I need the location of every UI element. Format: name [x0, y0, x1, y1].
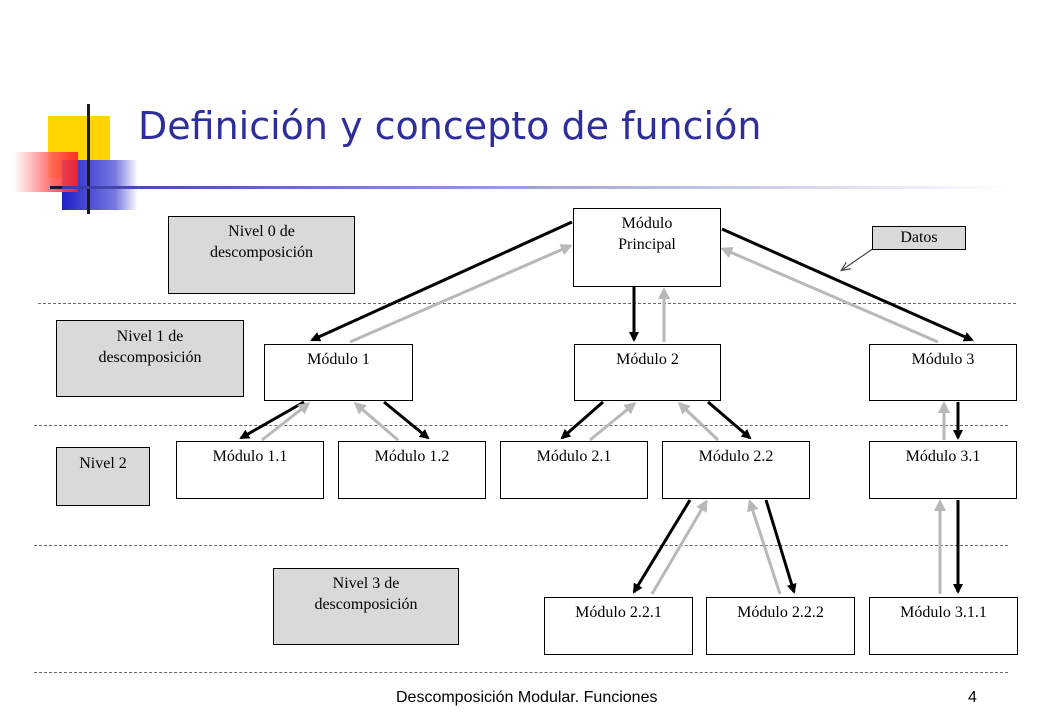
decor-vertical-line — [87, 104, 90, 214]
level-3-box: Nivel 3 de descomposición — [273, 568, 459, 645]
return-arrow-m1-principal — [349, 244, 573, 344]
module-2-2-2: Módulo 2.2.2 — [706, 597, 855, 655]
module-2-2-label: Módulo 2.2 — [698, 448, 774, 465]
decor-red-square — [14, 152, 78, 192]
call-arrow-m2-m22 — [707, 400, 752, 440]
module-2-2-1-label: Módulo 2.2.1 — [575, 604, 662, 621]
level-2-label: Nivel 2 — [79, 455, 127, 472]
return-arrow-m222-m22 — [747, 499, 782, 595]
level-0-box: Nivel 0 de descomposición — [168, 216, 355, 294]
module-3-1: Módulo 3.1 — [869, 441, 1017, 499]
module-2: Módulo 2 — [574, 344, 721, 401]
level-1-box: Nivel 1 de descomposición — [56, 320, 244, 397]
return-arrow-m12-m1 — [353, 402, 399, 442]
module-3: Módulo 3 — [869, 344, 1017, 401]
footer-text: Descomposición Modular. Funciones — [396, 689, 658, 706]
level-2-box: Nivel 2 — [56, 447, 150, 506]
call-arrow-m1-m11 — [239, 400, 305, 440]
return-arrow-m21-m2 — [589, 402, 637, 442]
call-arrow-m22-m221 — [632, 499, 692, 594]
module-2-2-1: Módulo 2.2.1 — [544, 597, 693, 655]
module-3-1-1: Módulo 3.1.1 — [869, 597, 1018, 655]
module-1-2: Módulo 1.2 — [338, 441, 486, 499]
module-principal: Módulo Principal — [573, 208, 721, 287]
separator-bottom — [34, 672, 1008, 673]
call-arrow-principal-m3 — [721, 227, 974, 342]
page-title: Definición y concepto de función — [138, 104, 762, 148]
module-1-label: Módulo 1 — [307, 351, 370, 368]
module-2-2-2-label: Módulo 2.2.2 — [737, 604, 824, 621]
level-3-line1: Nivel 3 de — [332, 575, 400, 592]
module-1: Módulo 1 — [264, 344, 413, 401]
call-arrow-m2-m21 — [560, 400, 604, 440]
call-arrow-principal-m1 — [310, 220, 573, 342]
return-arrow-m11-m1 — [261, 402, 311, 442]
level-3-line2: descomposición — [314, 596, 418, 613]
separator-level-0-1 — [38, 303, 1016, 304]
module-3-label: Módulo 3 — [911, 351, 975, 368]
module-2-1: Módulo 2.1 — [500, 441, 648, 499]
call-arrow-m22-m222 — [764, 499, 797, 594]
level-1-line2: descomposición — [98, 349, 202, 366]
call-arrow-m1-m12 — [383, 400, 430, 440]
level-0-line1: Nivel 0 de — [228, 223, 295, 240]
return-arrow-m22-m2 — [677, 401, 720, 442]
level-0-line2: descomposición — [209, 244, 314, 261]
page-number: 4 — [968, 689, 977, 706]
module-1-1: Módulo 1.1 — [176, 441, 324, 499]
module-2-1-label: Módulo 2.1 — [536, 448, 612, 465]
datos-pointer-arrow — [842, 247, 875, 270]
module-principal-line1: Módulo — [621, 215, 673, 232]
module-3-1-1-label: Módulo 3.1.1 — [900, 604, 987, 621]
datos-label: Datos — [900, 229, 938, 246]
module-1-2-label: Módulo 1.2 — [374, 448, 450, 465]
module-2-label: Módulo 2 — [616, 351, 679, 368]
module-3-1-label: Módulo 3.1 — [905, 448, 981, 465]
separator-level-1-2 — [34, 425, 1008, 426]
return-arrow-m3-principal — [720, 247, 939, 344]
separator-level-2-3 — [34, 545, 1008, 546]
module-principal-line2: Principal — [618, 236, 676, 253]
title-underline — [62, 186, 1012, 189]
module-1-1-label: Módulo 1.1 — [212, 448, 288, 465]
level-1-line1: Nivel 1 de — [116, 328, 184, 345]
module-2-2: Módulo 2.2 — [662, 441, 810, 499]
datos-label-box: Datos — [872, 226, 966, 250]
return-arrow-m221-m22 — [650, 499, 708, 595]
